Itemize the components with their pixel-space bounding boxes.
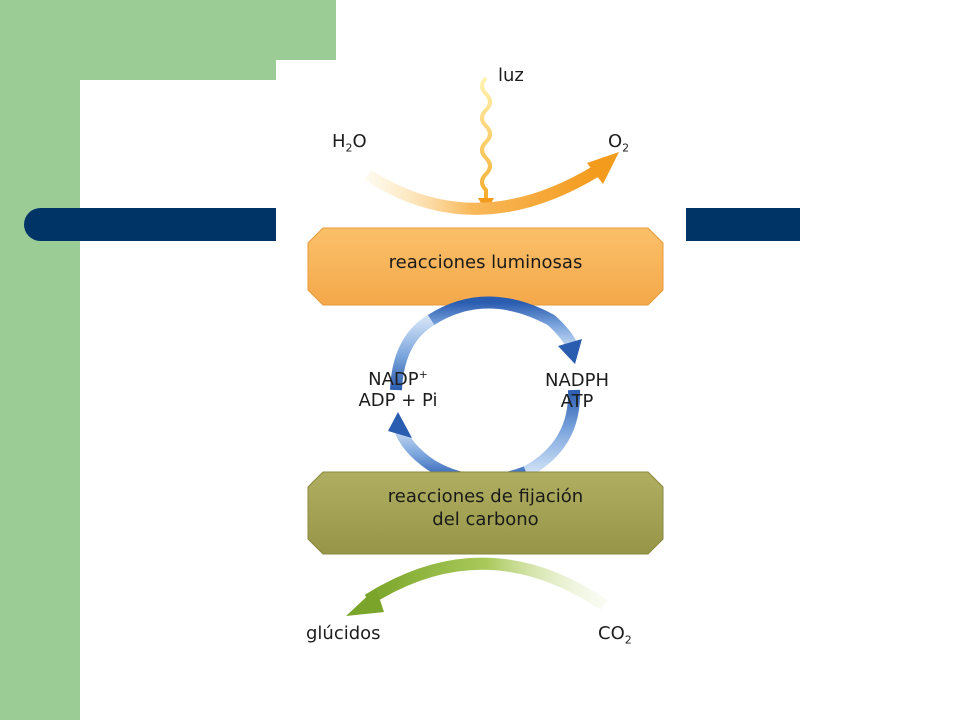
- oxygen-label: O2: [608, 131, 630, 155]
- sugars-arrow-head: [346, 588, 384, 616]
- photosynthesis-diagram: luz H2O O2 reacciones luminosas NADP+ AD…: [276, 60, 686, 660]
- oxygen-arrow-head: [587, 152, 619, 184]
- co2-formula-sub: 2: [624, 633, 632, 647]
- adp-pi-line: ADP + Pi: [358, 389, 438, 411]
- water-formula-sub: 2: [345, 141, 353, 155]
- water-to-oxygen-arc: [364, 164, 602, 215]
- nadp-line: NADP+: [342, 368, 454, 391]
- cycle-arrow-head-left: [388, 412, 412, 438]
- green-left-band: [0, 0, 80, 720]
- left-inputs-label: NADP+ ADP + Pi: [342, 368, 454, 411]
- diagram-graphics: [307, 76, 664, 616]
- co2-to-sugars-arc: [364, 557, 608, 610]
- water-formula-main: H: [332, 131, 346, 152]
- light-reactions-label: reacciones luminosas: [388, 252, 583, 273]
- nadp-main: NADP: [368, 369, 419, 390]
- carbon-fixation-label: reacciones de fijación del carbono: [308, 485, 663, 532]
- nadph-line: NADPH: [544, 370, 610, 391]
- cycle-arc-right: [523, 389, 581, 478]
- nadp-sup: +: [418, 368, 428, 381]
- navy-title-bar-left: [24, 208, 294, 241]
- right-outputs-label: NADPH ATP: [532, 370, 622, 412]
- water-label: H2O: [332, 131, 367, 155]
- light-reactions-box: [307, 227, 664, 306]
- light-label: luz: [498, 65, 524, 86]
- atp-line: ATP: [560, 390, 594, 412]
- cycle-arc-top-right: [427, 296, 580, 353]
- co2-formula-main: CO: [598, 623, 625, 644]
- cycle-arc-left: [390, 314, 435, 391]
- carbon-fixation-line2: del carbono: [432, 509, 539, 531]
- co2-label: CO2: [598, 623, 632, 647]
- carbon-fixation-line1: reacciones de fijación: [387, 486, 584, 507]
- light-wave-arrow: [480, 76, 492, 210]
- cycle-arrow-head-right: [558, 339, 582, 364]
- sugars-label: glúcidos: [306, 623, 381, 644]
- water-formula-tail: O: [352, 131, 367, 152]
- carbon-fixation-box: [307, 471, 664, 555]
- oxygen-formula-sub: 2: [622, 141, 630, 155]
- oxygen-formula-main: O: [608, 131, 623, 152]
- navy-title-bar-right: [686, 208, 800, 241]
